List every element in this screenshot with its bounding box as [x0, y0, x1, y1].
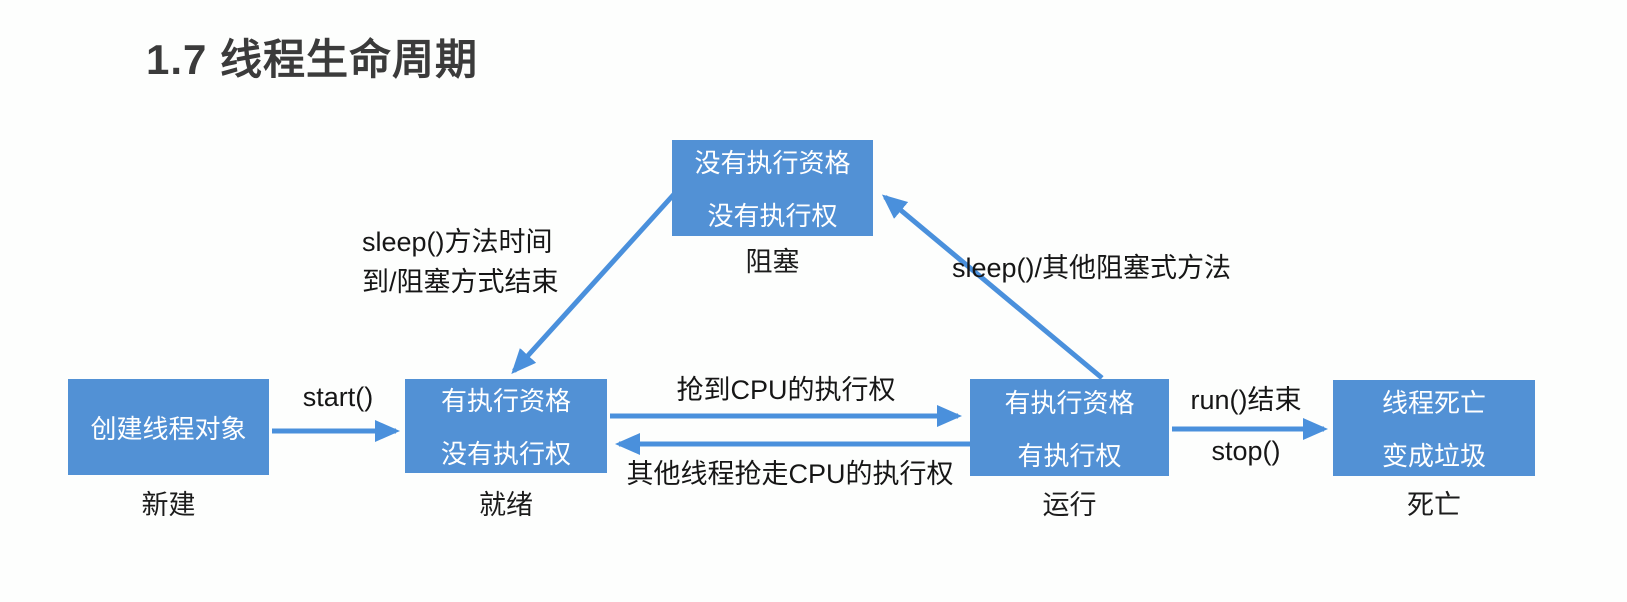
state-box-dead: 线程死亡 变成垃圾: [1333, 380, 1535, 476]
arrow-running-to-blocked: [881, 194, 1104, 380]
transition-label-wake-up: sleep()方法时间 到/阻塞方式结束: [362, 222, 592, 302]
transition-label-wake-up-line2: 到/阻塞方式结束: [362, 267, 559, 297]
page-title: 1.7 线程生命周期: [146, 36, 479, 83]
transition-label-go-block: sleep()/其他阻塞式方法: [952, 253, 1232, 283]
state-box-running-text-line2: 有执行权: [1017, 440, 1122, 471]
state-box-new: 创建线程对象: [68, 379, 269, 475]
transition-label-start: start(): [302, 382, 374, 412]
state-label-ready: 就绪: [479, 490, 533, 520]
transition-label-run-end: run()结束: [1190, 385, 1302, 415]
state-label-dead: 死亡: [1407, 490, 1461, 520]
state-label-running: 运行: [1042, 490, 1097, 520]
state-box-running: 有执行资格 有执行权: [970, 379, 1169, 476]
state-box-blocked-text-line1: 没有执行资格: [694, 148, 851, 178]
state-box-blocked: 没有执行资格 没有执行权: [672, 140, 873, 236]
transition-label-acquire-cpu: 抢到CPU的执行权: [676, 375, 896, 405]
transition-label-wake-up-line1: sleep()方法时间: [362, 227, 553, 257]
state-label-new: 新建: [141, 490, 196, 520]
state-box-ready-text-line2: 没有执行权: [440, 439, 571, 469]
state-box-new-text: 创建线程对象: [90, 413, 247, 444]
state-box-ready: 有执行资格 没有执行权: [405, 379, 607, 473]
state-label-blocked: 阻塞: [745, 247, 800, 277]
state-box-running-text-line1: 有执行资格: [1004, 387, 1135, 418]
transition-label-stop: stop(): [1211, 436, 1281, 466]
state-box-ready-text-line1: 有执行资格: [440, 386, 571, 416]
transition-label-lose-cpu: 其他线程抢走CPU的执行权: [626, 459, 954, 489]
state-box-dead-text-line2: 变成垃圾: [1381, 441, 1486, 471]
state-box-dead-text-line1: 线程死亡: [1381, 388, 1486, 418]
state-box-blocked-text-line2: 没有执行权: [707, 201, 838, 231]
